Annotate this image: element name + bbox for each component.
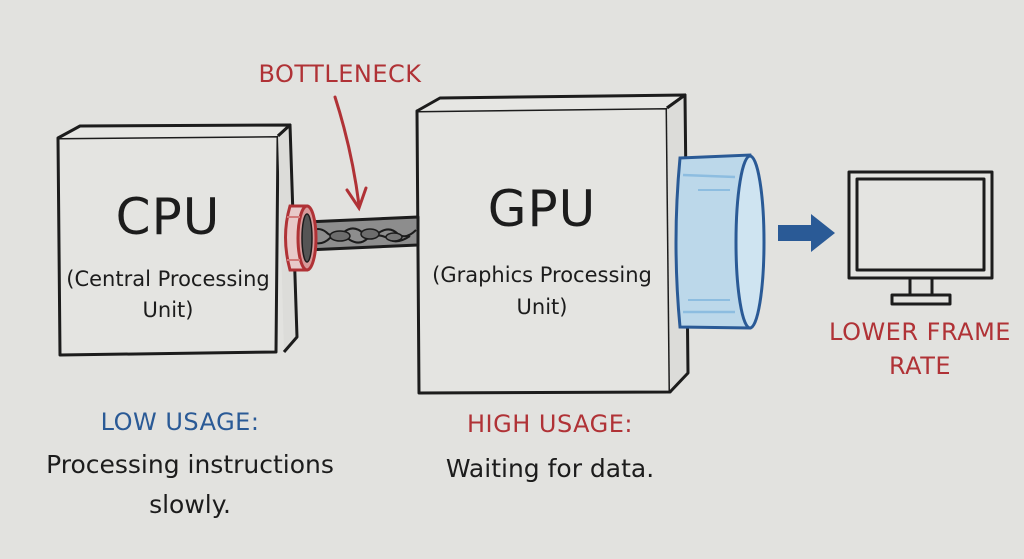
cpu-usage-desc-line1: Processing instructions xyxy=(46,450,334,479)
cpu-usage-desc-line2: slowly. xyxy=(149,490,231,519)
gpu-title: GPU xyxy=(487,180,597,238)
clogged-pipe xyxy=(304,215,420,252)
red-ring-connector xyxy=(284,204,318,272)
blue-lens-output xyxy=(674,153,766,330)
gpu-subtitle-line1: (Graphics Processing xyxy=(432,263,652,287)
bottleneck-label: BOTTLENECK xyxy=(258,60,422,88)
output-label-line2: RATE xyxy=(888,352,952,380)
gpu-box xyxy=(415,93,690,395)
cpu-subtitle-line1: (Central Processing xyxy=(66,267,270,291)
right-arrow-icon xyxy=(778,214,835,252)
cpu-title: CPU xyxy=(115,188,221,246)
output-label-line1: LOWER FRAME xyxy=(829,318,1011,346)
cpu-subtitle-line2: Unit) xyxy=(142,298,194,322)
gpu-usage-label: HIGH USAGE: xyxy=(467,410,633,438)
gpu-subtitle-line2: Unit) xyxy=(516,295,568,319)
gpu-usage-desc-line1: Waiting for data. xyxy=(445,454,655,483)
cpu-usage-label: LOW USAGE: xyxy=(100,408,260,436)
monitor-icon xyxy=(847,170,994,306)
bottleneck-arrow xyxy=(333,95,368,212)
